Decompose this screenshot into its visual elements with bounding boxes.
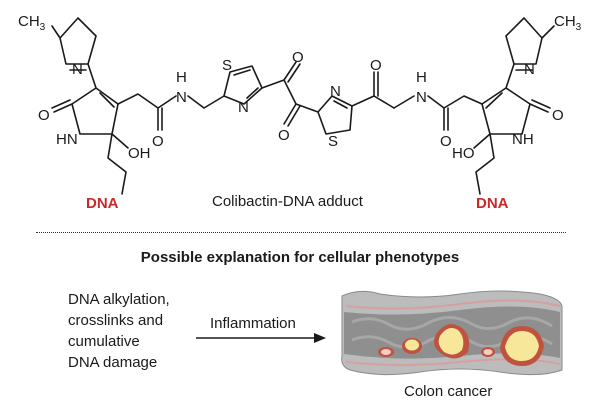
- colibactin-dna-adduct-structure: CH3 N O HN OH O H N S N O O N S O H N O …: [18, 13, 582, 212]
- s-thiazole-left-label: S: [222, 57, 232, 74]
- process-arrow: [196, 333, 326, 343]
- o-ketone-right-label: O: [370, 57, 382, 74]
- o-diketone-top-label: O: [292, 49, 304, 66]
- tumor-5: [500, 326, 544, 366]
- tumor-3: [434, 324, 470, 359]
- n-right-label: N: [524, 61, 535, 78]
- cause-line-2: crosslinks and: [68, 312, 164, 329]
- n-left-label: N: [72, 61, 83, 78]
- o-amide-right-label: O: [440, 133, 452, 150]
- explanation-heading: Possible explanation for cellular phenot…: [140, 249, 460, 266]
- adduct-caption: Colibactin-DNA adduct: [212, 193, 364, 210]
- cause-line-1: DNA alkylation,: [68, 291, 170, 308]
- n-thiazole-right-label: N: [330, 83, 341, 100]
- n-amide-left-label: N: [176, 89, 187, 106]
- o-diketone-bottom-label: O: [278, 127, 290, 144]
- o-right-label: O: [552, 107, 564, 124]
- colon-illustration: [341, 290, 563, 376]
- tumor-1: [378, 347, 394, 357]
- o-amide-left-label: O: [152, 133, 164, 150]
- hn-left-label: HN: [56, 131, 78, 148]
- nh-right-label: NH: [512, 131, 534, 148]
- h-amide-left-label: H: [176, 69, 187, 86]
- colon-cancer-label: Colon cancer: [404, 383, 493, 400]
- n-amide-right-label: N: [416, 89, 427, 106]
- tumor-2: [402, 338, 422, 354]
- ho-right-label: HO: [452, 145, 475, 162]
- o-left-label: O: [38, 107, 50, 124]
- ch3-right-label: CH3: [554, 13, 582, 33]
- inflammation-label: Inflammation: [210, 315, 296, 332]
- dna-left-label: DNA: [86, 195, 119, 212]
- oh-left-label: OH: [128, 145, 151, 162]
- n-thiazole-left-label: N: [238, 99, 249, 116]
- s-thiazole-right-label: S: [328, 133, 338, 150]
- dotted-separator: [36, 232, 566, 233]
- dna-right-label: DNA: [476, 195, 509, 212]
- tumor-4: [481, 347, 495, 357]
- h-amide-right-label: H: [416, 69, 427, 86]
- cause-line-3: cumulative: [68, 333, 140, 350]
- ch3-left-label: CH3: [18, 13, 46, 33]
- cause-line-4: DNA damage: [68, 354, 158, 371]
